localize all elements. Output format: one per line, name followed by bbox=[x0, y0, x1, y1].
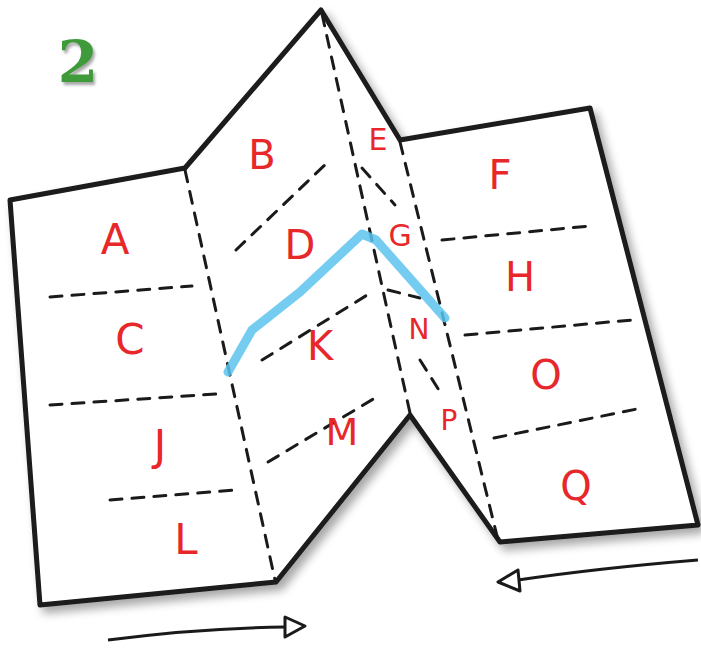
cut-line bbox=[228, 234, 445, 372]
arrow-line bbox=[518, 560, 698, 580]
arrow-head bbox=[285, 617, 305, 637]
fold-line bbox=[400, 142, 498, 540]
panel-letter: D bbox=[285, 225, 316, 265]
crease-line bbox=[268, 395, 380, 462]
panel-letter: P bbox=[441, 407, 458, 435]
panel-letter: M bbox=[326, 413, 359, 451]
panel-letter: H bbox=[505, 257, 535, 297]
crease-line bbox=[494, 408, 642, 438]
crease-line bbox=[465, 320, 632, 335]
panel-letter: B bbox=[248, 135, 275, 175]
panel-letter: F bbox=[488, 155, 511, 195]
panel-letter: Q bbox=[560, 466, 591, 506]
panel-letter: K bbox=[307, 326, 333, 366]
arrow-line bbox=[108, 627, 285, 640]
direction-arrows bbox=[108, 560, 698, 640]
panel-letter: L bbox=[174, 519, 197, 561]
panel-letter: A bbox=[101, 219, 130, 261]
panel-letter: N bbox=[409, 316, 430, 344]
crease-line bbox=[110, 490, 236, 500]
crease-line bbox=[388, 290, 420, 298]
fold-line bbox=[322, 14, 410, 413]
panel-letter: O bbox=[530, 355, 561, 395]
crease-line bbox=[50, 286, 192, 297]
crease-line bbox=[442, 226, 590, 240]
arrow-head bbox=[498, 570, 520, 591]
paper-outline bbox=[10, 10, 698, 605]
crease-line bbox=[420, 360, 442, 395]
panel-letter: G bbox=[388, 221, 411, 251]
fold-lines bbox=[50, 14, 642, 580]
crease-line bbox=[362, 168, 395, 205]
panel-letter: J bbox=[154, 425, 166, 467]
panel-letter: C bbox=[115, 319, 144, 361]
step-number: 2 bbox=[58, 33, 98, 91]
crease-line bbox=[50, 394, 216, 405]
panel-letter: E bbox=[369, 125, 388, 155]
